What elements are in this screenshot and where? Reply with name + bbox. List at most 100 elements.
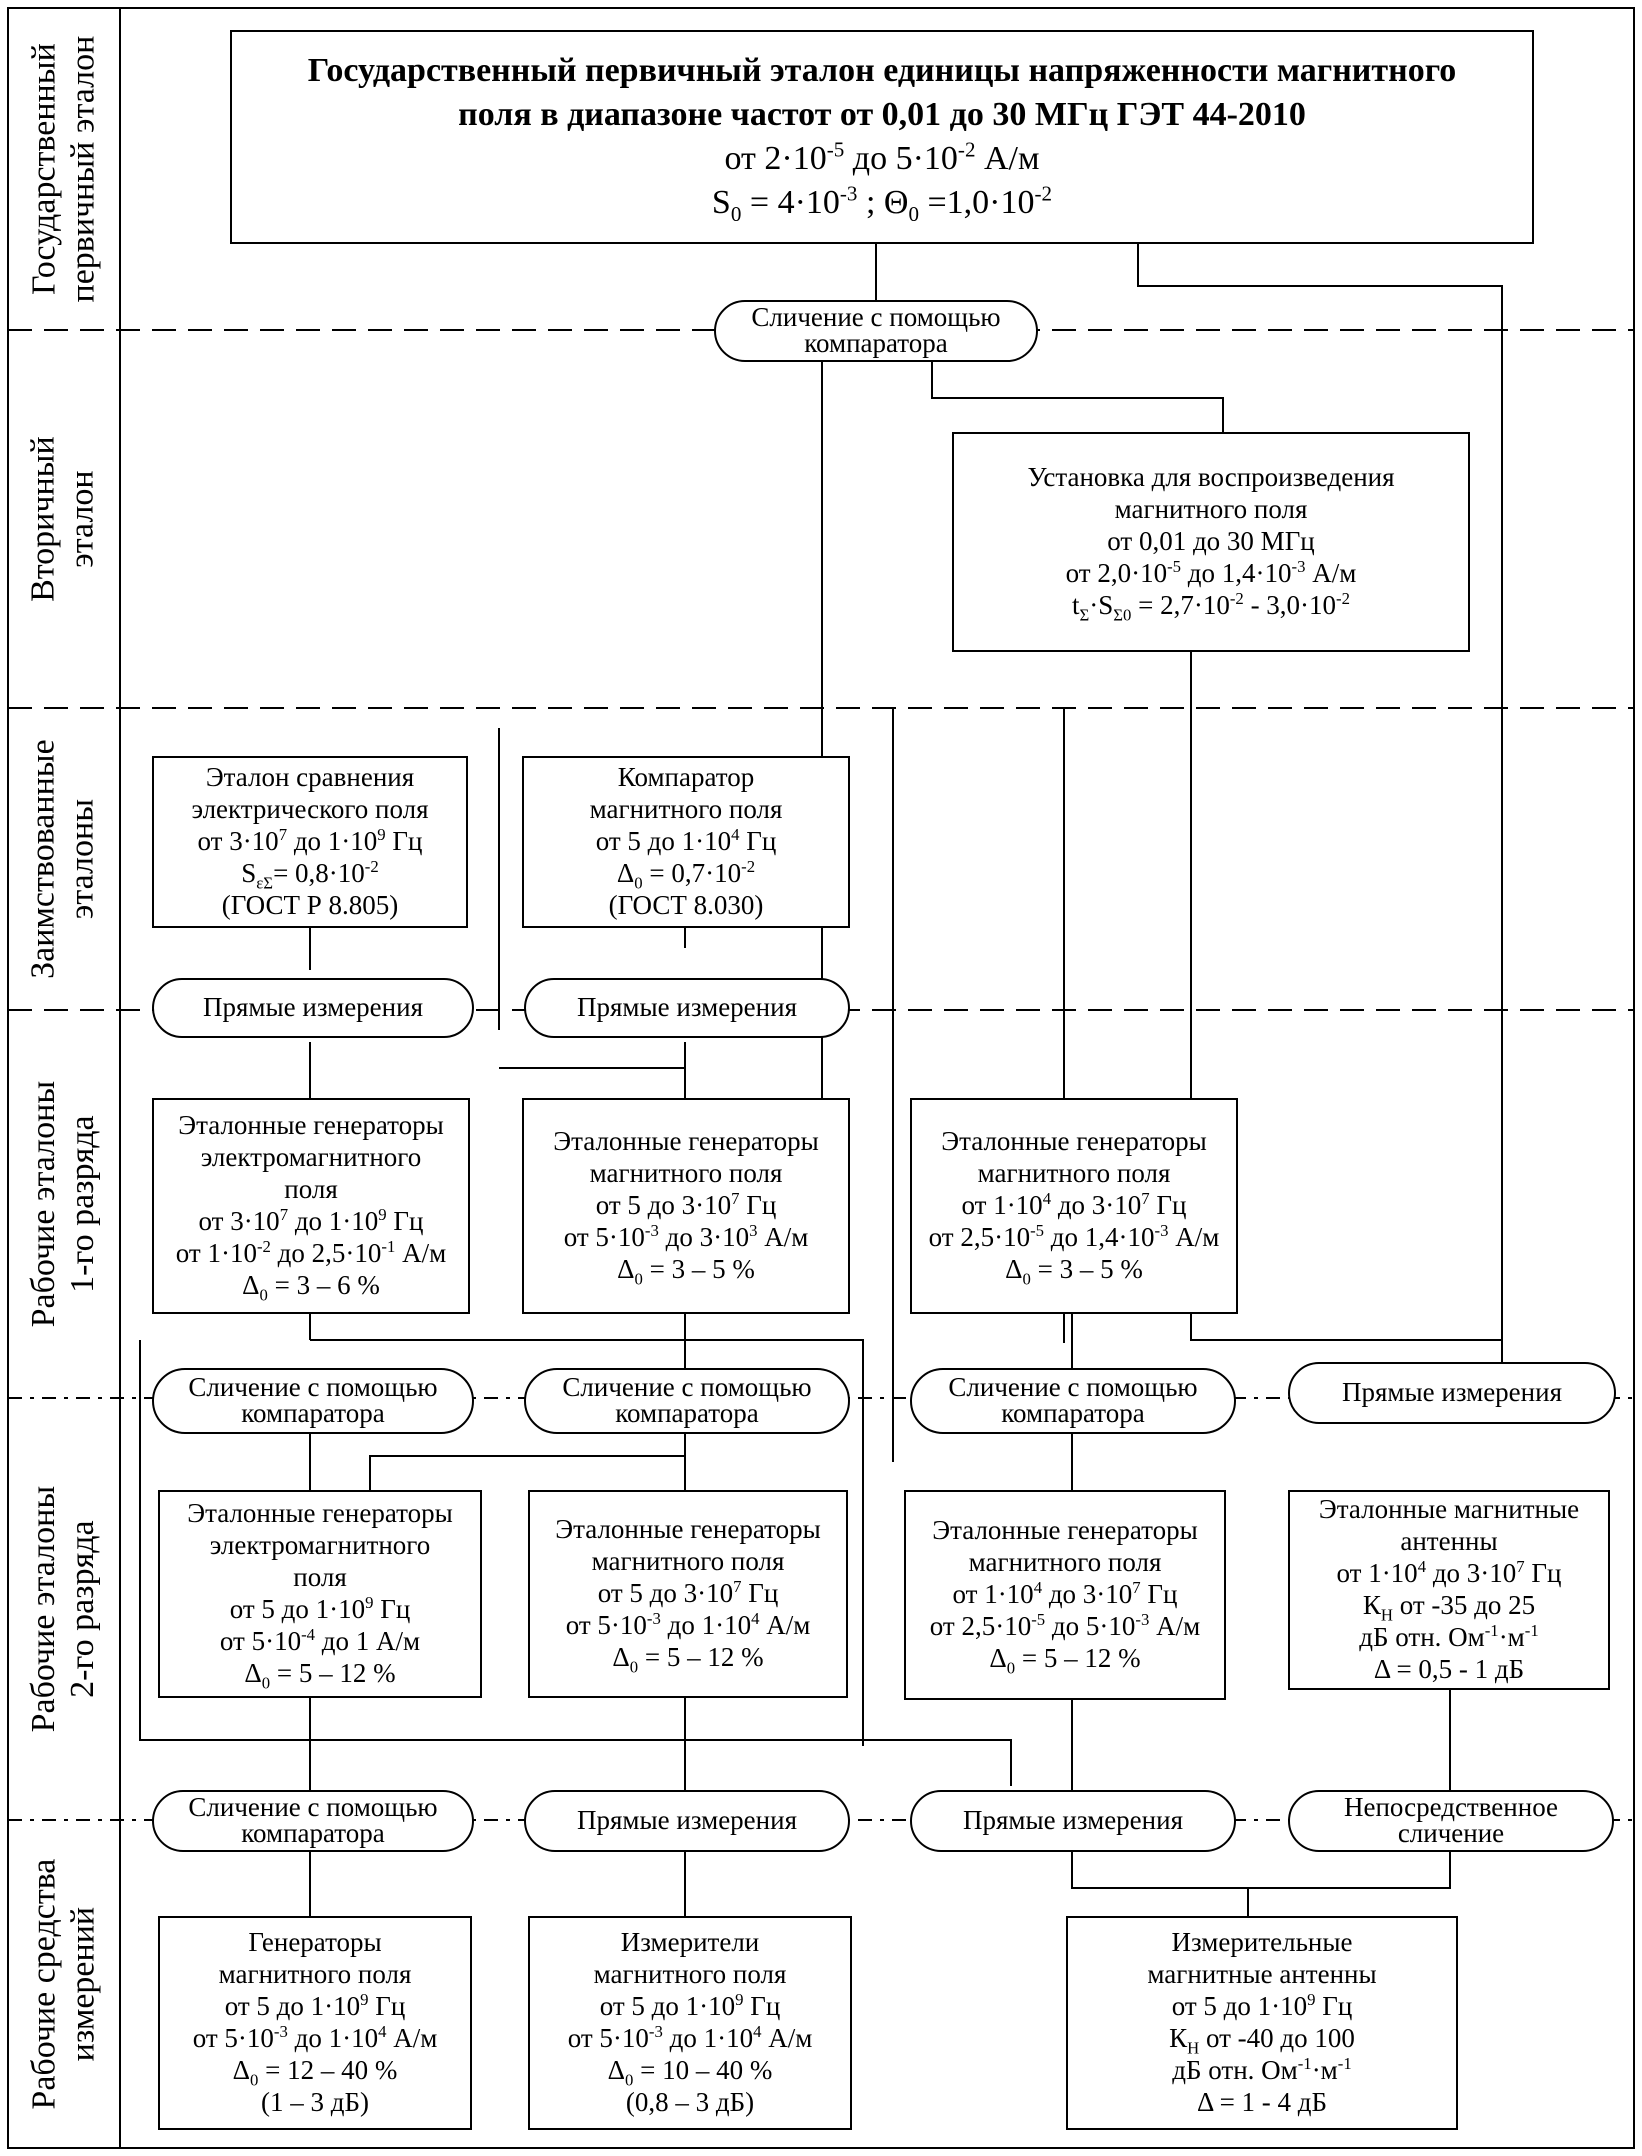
text-line: поля в диапазоне частот от 0,01 до 30 МГ… [458,95,1306,133]
text-line: магнитного поля [589,1158,783,1189]
text-line: Прямые измерения [1342,1377,1562,1408]
row-label-line: Рабочие средства [24,1858,62,2110]
text-line: от 2,5·10-5 до 5·10-3 А/м [929,1609,1201,1641]
text-line: Сличение с помощью [562,1372,812,1403]
method-oval: Прямые измерения [1288,1362,1616,1424]
text-line: Государственный первичный эталон единицы… [307,51,1457,89]
text-line: от 5 до 1·109 Гц [229,1593,411,1624]
text-line: магнитного поля [968,1547,1162,1578]
text-line: Прямые измерения [577,1805,797,1836]
text-line: Эталон сравнения [205,762,415,793]
text-line: дБ отн. Ом-1·м-1 [1172,2053,1352,2085]
text-line: компаратора [241,1398,385,1428]
text-line: сличение [1397,1818,1505,1848]
text-line: Сличение с помощью [188,1372,438,1403]
text-line: от 5 до 1·104 Гц [595,825,777,857]
text-line: Эталонные генераторы [553,1126,819,1157]
text-line: Δ0 = 5 – 12 % [612,1641,764,1677]
text-line: Эталонные магнитные [1318,1494,1580,1525]
text-line: компаратора [615,1398,759,1428]
row-label-line: эталоны [64,798,102,920]
text-line: Эталонные генераторы [555,1514,821,1545]
method-oval: Прямые измерения [910,1790,1236,1852]
text-line: магнитные антенны [1147,1959,1377,1990]
text-line: электромагнитного [209,1530,431,1561]
text-line: от 5 до 1·109 Гц [1171,1990,1353,2022]
text-line: от 1·104 до 3·107 Гц [952,1578,1178,1610]
text-line: (ГОСТ Р 8.805) [221,889,399,920]
text-line: от 5·10-4 до 1 А/м [219,1624,421,1656]
text-line: компаратора [804,328,948,358]
text-line: магнитного поля [591,1546,785,1577]
text-line: от 2·10-5 до 5·10-2 А/м [724,137,1040,177]
text-line: S0 = 4·10-3 ; Θ0 =1,0·10-2 [711,181,1053,226]
text-line: от 5·10-3 до 1·104 А/м [192,2022,438,2053]
row-label-line: эталон [64,470,101,568]
row-label-line: 2-го разряда [64,1520,102,1698]
connector-line [1071,1850,1249,1916]
text-line: Δ0 = 3 – 6 % [242,1269,380,1305]
text-line: от 2,0·10-5 до 1,4·10-3 А/м [1065,556,1357,588]
connector-line [931,358,1224,432]
text-line: (ГОСТ 8.030) [608,889,764,920]
text-line: от 5·10-3 до 3·103 А/м [563,1220,809,1252]
connector-line [1248,1850,1451,1889]
text-line: Δ0 = 5 – 12 % [989,1642,1141,1678]
method-oval: Прямые измерения [524,1790,850,1852]
text-line: от 1·10-2 до 2,5·10-1 А/м [175,1236,447,1268]
text-line: магнитного поля [218,1959,412,1990]
text-line: (0,8 – 3 дБ) [625,2086,755,2117]
row-label-line: Рабочие эталоны [24,1080,62,1328]
text-line: Измерители [620,1927,760,1958]
text-line: Δ0 = 3 – 5 % [1005,1253,1143,1289]
outer-frame [7,7,1635,2149]
text-line: от 5 до 3·107 Гц [595,1189,777,1221]
text-line: от 0,01 до 30 МГц [1107,526,1315,557]
method-oval: Прямые измерения [524,978,850,1038]
text-line: Δ = 0,5 - 1 дБ [1373,1653,1525,1684]
text-line: Сличение с помощью [751,302,1001,333]
connector-line [1190,652,1502,1341]
text-line: Δ0 = 5 – 12 % [244,1657,396,1693]
text-line: Δ = 1 - 4 дБ [1196,2086,1328,2117]
text-line: Δ0 = 10 – 40 % [607,2054,773,2090]
text-line: Эталонные генераторы [178,1110,444,1141]
text-line: КН от -35 до 25 [1362,1590,1536,1625]
text-line: SεΣ= 0,8·10-2 [241,856,379,893]
text-line: Δ0 = 3 – 5 % [617,1253,755,1289]
text-line: Генераторы [248,1927,382,1958]
connector-line [369,1455,685,1490]
text-line: (1 – 3 дБ) [261,2086,369,2117]
text-line: Компаратор [617,762,755,793]
row-label-line: Государственный [24,43,62,295]
text-line: компаратора [1001,1398,1145,1428]
row-label-line: Заимствованные [24,739,62,979]
text-line: Эталонные генераторы [941,1126,1207,1157]
connector-line [499,1042,686,1069]
text-line: электромагнитного [200,1142,422,1173]
text-line: Непосредственное [1343,1792,1559,1823]
